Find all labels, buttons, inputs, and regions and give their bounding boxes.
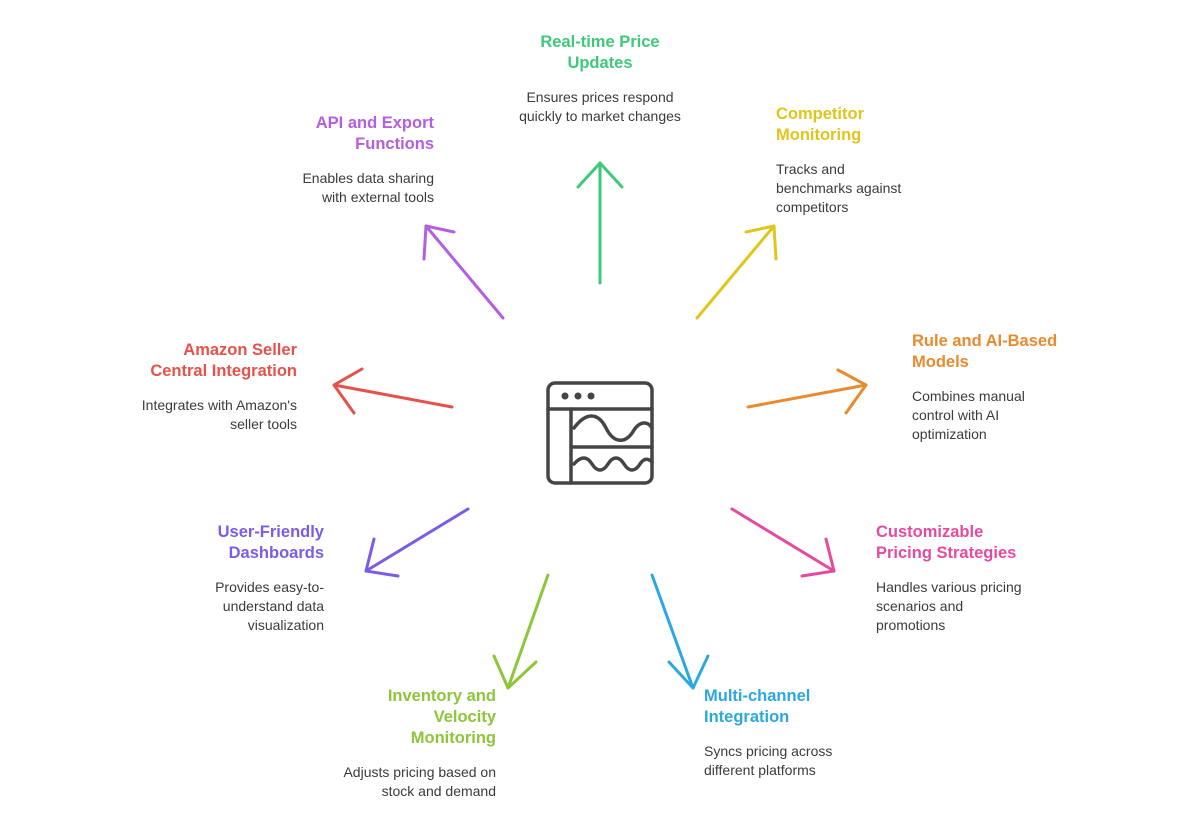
node-amazon: Amazon Seller Central Integration Integr… (57, 340, 297, 434)
node-desc: Handles various pricing scenarios and pr… (876, 579, 1022, 633)
node-custom: Customizable Pricing Strategies Handles … (876, 522, 1116, 635)
node-title: User-Friendly Dashboards (217, 523, 324, 562)
arrow-competitor (695, 224, 778, 320)
node-title: Amazon Seller Central Integration (150, 341, 297, 380)
node-title: Rule and AI-Based Models (912, 332, 1058, 371)
node-desc: Syncs pricing across different platforms (704, 743, 833, 778)
arrow-amazon (332, 367, 454, 415)
node-desc: Tracks and benchmarks against competitor… (776, 161, 902, 215)
node-title: Multi-channel Integration (704, 687, 811, 726)
arrow-realtime (576, 161, 624, 285)
node-desc: Enables data sharing with external tools (302, 170, 434, 205)
node-title: Competitor Monitoring (776, 105, 864, 144)
arrow-dashboards (364, 507, 470, 578)
node-realtime: Real-time Price Updates Ensures prices r… (480, 32, 720, 126)
node-dashboards: User-Friendly Dashboards Provides easy-t… (84, 522, 324, 635)
arrow-api (422, 224, 505, 320)
arrow-rule-ai (746, 368, 868, 415)
node-desc: Provides easy-to-understand data visuali… (215, 579, 324, 633)
node-title: API and Export Functions (315, 114, 434, 153)
arrow-custom (730, 507, 836, 578)
dashboard-chart-window-icon (546, 381, 654, 485)
node-title: Inventory and Velocity Monitoring (387, 687, 496, 747)
node-title: Customizable Pricing Strategies (876, 523, 1017, 562)
node-multichannel: Multi-channel Integration Syncs pricing … (704, 686, 944, 780)
node-desc: Integrates with Amazon's seller tools (141, 397, 297, 432)
node-desc: Adjusts pricing based on stock and deman… (343, 764, 496, 799)
arrow-inventory (492, 573, 550, 690)
arrow-multichannel (650, 573, 710, 690)
node-desc: Combines manual control with AI optimiza… (912, 388, 1025, 442)
node-inventory: Inventory and Velocity Monitoring Adjust… (256, 686, 496, 801)
node-rule-ai: Rule and AI-Based Models Combines manual… (912, 331, 1152, 444)
node-title: Real-time Price Updates (540, 33, 660, 72)
node-api: API and Export Functions Enables data sh… (194, 113, 434, 207)
node-competitor: Competitor Monitoring Tracks and benchma… (776, 104, 1016, 217)
node-desc: Ensures prices respond quickly to market… (519, 89, 681, 124)
